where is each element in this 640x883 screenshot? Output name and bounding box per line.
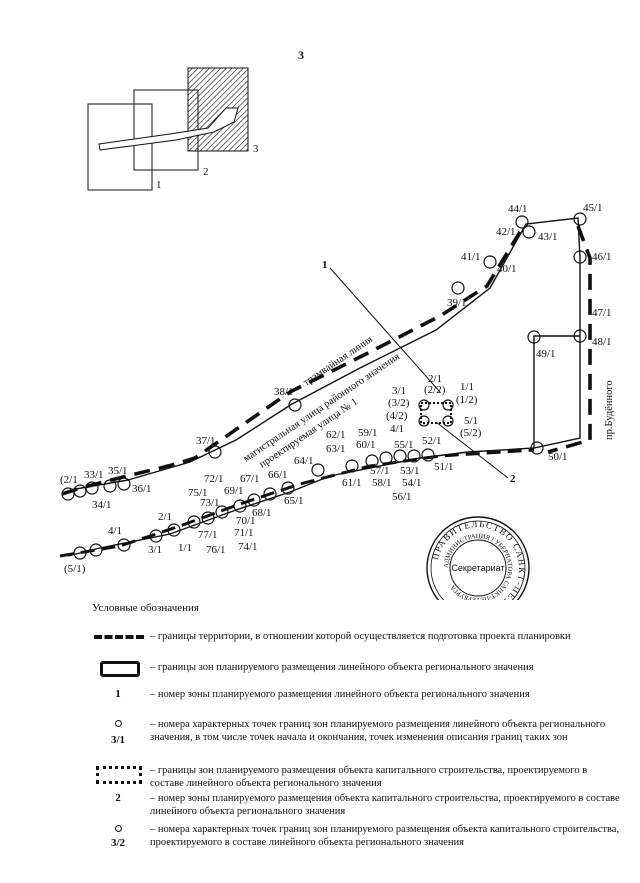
point-label: 56/1	[392, 491, 412, 503]
point-label: 58/1	[372, 477, 392, 489]
legend-text: – номер зоны планируемого размещения объ…	[150, 793, 620, 817]
point-label: 37/1	[196, 435, 216, 447]
inset-label-2: 2	[203, 166, 209, 178]
point-label: 42/1	[496, 226, 516, 238]
point-label: 5/1	[464, 415, 478, 427]
legend-text: – номера характерных точек границ зон пл…	[150, 719, 606, 743]
point-label: 4/1	[108, 525, 122, 537]
point-label: 49/1	[536, 348, 556, 360]
point-label: 61/1	[342, 477, 362, 489]
point-circle-icon	[92, 718, 144, 731]
legend-symbol: 1	[115, 688, 121, 700]
point-label: 69/1	[224, 485, 244, 497]
page-number: 3	[298, 48, 304, 62]
zone1-boundary-inner	[533, 335, 580, 448]
legend-text: – границы зон планируемого размещения ли…	[150, 662, 534, 673]
point-label: (2/2)	[424, 384, 446, 396]
point-label: (1/2)	[456, 394, 478, 406]
point-label: 46/1	[592, 251, 612, 263]
point-label: 34/1	[92, 499, 112, 511]
dashed-boundary-symbol	[94, 635, 144, 639]
zone-rect-symbol	[100, 661, 140, 677]
zone-number-1: 1	[322, 259, 328, 271]
point-label: (3/2)	[388, 397, 410, 409]
point-label: 67/1	[240, 473, 260, 485]
point-label: 63/1	[326, 443, 346, 455]
zone-number-2: 2	[510, 473, 516, 485]
legend-symbol: 3/2	[110, 837, 126, 849]
point-label: 1/1	[460, 381, 474, 393]
point-label: 64/1	[294, 455, 314, 467]
point-label: 60/1	[356, 439, 376, 451]
point-label: 76/1	[206, 544, 226, 556]
point-label: 33/1	[84, 469, 104, 481]
official-stamp: ПРАВИТЕЛЬСТВО САНКТ-ПЕТЕРБУРГА АДМИНИСТР…	[426, 516, 530, 600]
point-label: (4/2)	[386, 410, 408, 422]
point-label: 51/1	[434, 461, 454, 473]
legend-text: – границы территории, в отношении которо…	[150, 631, 571, 642]
point-label: 66/1	[268, 469, 288, 481]
legend-symbol: 2	[115, 792, 121, 804]
point-label: 59/1	[358, 427, 378, 439]
point-label: 43/1	[538, 231, 558, 243]
point-label: 54/1	[402, 477, 422, 489]
point-label: 1/1	[178, 542, 192, 554]
point-label: 2/1	[428, 373, 442, 385]
point-label: 52/1	[422, 435, 442, 447]
inset-label-1: 1	[156, 179, 162, 191]
point-label: 48/1	[592, 336, 612, 348]
legend-text: – номера характерных точек границ зон пл…	[150, 824, 620, 848]
point-label: 50/1	[548, 451, 568, 463]
point-label: 2/1	[158, 511, 172, 523]
zone1-boundary-north	[67, 217, 581, 557]
legend-text: – границы зон планируемого размещения об…	[150, 765, 588, 789]
point-label: 4/1	[390, 423, 404, 435]
point-label: 3/1	[392, 385, 406, 397]
point-label: 72/1	[204, 473, 224, 485]
point-label: 36/1	[132, 483, 152, 495]
point-markers	[61, 212, 587, 560]
dotted-rect-symbol	[96, 766, 142, 784]
point-label: 38/1	[274, 386, 294, 398]
point-labels: 44/1 45/1 42/1 43/1 46/1 41/1 40/1 39/1 …	[60, 202, 612, 575]
point-label: 55/1	[394, 439, 414, 451]
point-label: 75/1	[188, 487, 208, 499]
zone2-boundary	[420, 402, 452, 424]
point-label: 73/1	[200, 497, 220, 509]
point-label: (5/1)	[64, 563, 86, 575]
point-label: 57/1	[370, 465, 390, 477]
point-label: 45/1	[583, 202, 603, 214]
territory-boundary-east	[547, 225, 592, 454]
point-label: 53/1	[400, 465, 420, 477]
point-label: 35/1	[108, 465, 128, 477]
point-label: 70/1	[236, 515, 256, 527]
point-label: 39/1	[447, 297, 467, 309]
point-label: 62/1	[326, 429, 346, 441]
point-label: 3/1	[148, 544, 162, 556]
point-label: 77/1	[198, 529, 218, 541]
legend-text: – номер зоны планируемого размещения лин…	[150, 689, 530, 700]
inset-label-3: 3	[253, 143, 259, 155]
point-label: 40/1	[497, 263, 517, 275]
planning-map: 1 2 3 1 2 трамвайная лин	[59, 67, 615, 600]
point-label: 41/1	[461, 251, 481, 263]
point-label: 65/1	[284, 495, 304, 507]
point-label: 74/1	[238, 541, 258, 553]
legend-symbol: 3/1	[110, 734, 126, 746]
point-label: 44/1	[508, 203, 528, 215]
point-label: (2/1	[60, 474, 78, 486]
point-circle-icon	[92, 823, 144, 836]
svg-text:Секретариат: Секретариат	[451, 563, 504, 573]
inset-overview: 1 2 3	[87, 67, 259, 191]
point-label: 47/1	[592, 307, 612, 319]
street-budenny: пр.Будённого	[604, 380, 615, 440]
point-label: 68/1	[252, 507, 272, 519]
point-label: 71/1	[234, 527, 254, 539]
legend-title: Условные обозначения	[92, 602, 199, 614]
territory-boundary	[61, 231, 522, 496]
point-label: (5/2)	[460, 427, 482, 439]
